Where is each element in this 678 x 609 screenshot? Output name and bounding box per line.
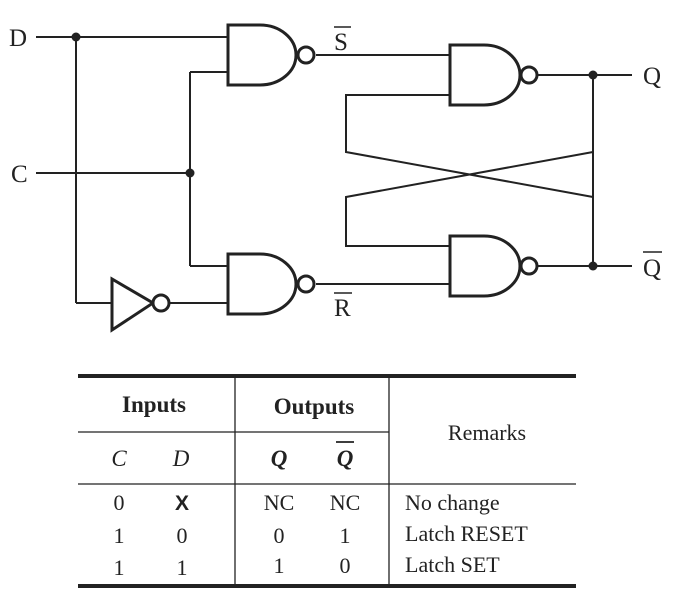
output-q-label: Q: [643, 63, 661, 90]
cell-q: NC: [264, 490, 295, 515]
inputs-header: Inputs: [122, 392, 186, 417]
col-c-header: C: [111, 446, 127, 471]
cell-c: 0: [114, 490, 125, 515]
cell-d: X: [175, 492, 189, 515]
cell-remark: Latch RESET: [405, 521, 528, 546]
cell-d: 1: [177, 555, 188, 580]
col-q-header: Q: [271, 446, 288, 471]
cell-c: 1: [114, 523, 125, 548]
cell-remark: No change: [405, 490, 500, 515]
nand-gate-q: [448, 43, 539, 107]
table-row: 0 X NC NC No change: [114, 490, 500, 515]
outputs-header: Outputs: [274, 394, 355, 419]
col-q-bar-header: Q: [337, 446, 354, 471]
nand-gate-q-bar: [448, 234, 539, 298]
r-bar-label: R: [334, 295, 351, 322]
junction-dots: [71, 32, 598, 271]
cell-q-bar: 1: [340, 523, 351, 548]
table-row: 1 0 0 1 Latch RESET: [114, 521, 529, 548]
s-bar-label: S: [334, 29, 348, 56]
cell-d: 0: [177, 523, 188, 548]
nand-gate-r: [226, 252, 316, 316]
output-q-bar-label: Q: [643, 255, 661, 282]
cell-q: 1: [274, 553, 285, 578]
inverter-gate: [110, 276, 171, 333]
cell-q-bar: 0: [340, 553, 351, 578]
table-row: 1 1 1 0 Latch SET: [114, 552, 501, 580]
input-d-label: D: [9, 25, 27, 52]
remarks-header: Remarks: [448, 420, 526, 445]
wires: [36, 36, 632, 304]
input-c-label: C: [11, 161, 28, 188]
cell-q: 0: [274, 523, 285, 548]
col-d-header: D: [172, 446, 190, 471]
cell-c: 1: [114, 555, 125, 580]
cell-q-bar: NC: [330, 490, 361, 515]
nand-gate-s: [226, 23, 316, 87]
truth-table: Inputs Outputs Remarks C D Q Q 0 X NC NC…: [78, 374, 576, 588]
cell-remark: Latch SET: [405, 552, 500, 577]
